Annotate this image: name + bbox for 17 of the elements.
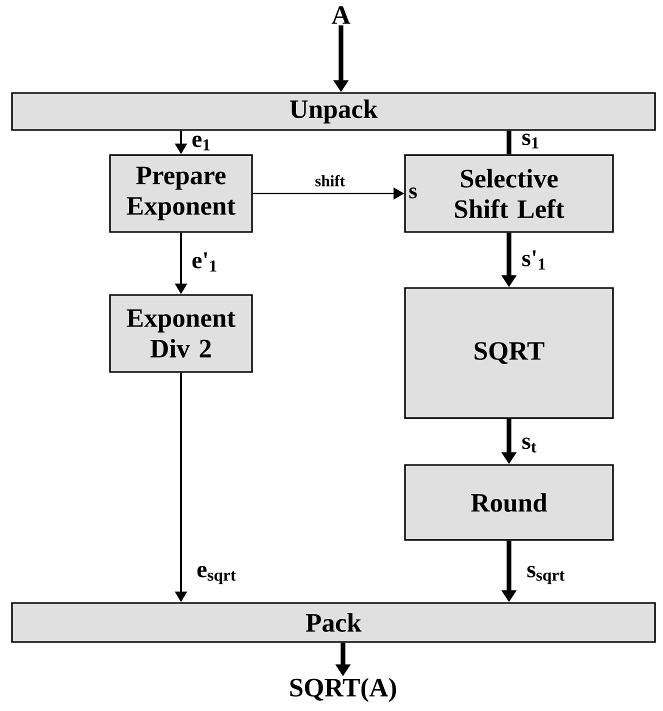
port-label: s [409,188,417,198]
process-box: Round [404,464,614,541]
signal-label: SQRT(A) [290,678,396,702]
edge-label: s$_{t}$ [520,436,538,454]
edge-label: s'$_{1}$ [520,249,548,271]
process-box: Exponent Div 2 [109,294,253,373]
signal-label: A [332,6,350,24]
edge-label: e'$_{1}$ [190,251,220,273]
process-box: Prepare Exponent [109,154,253,233]
edge-label: s$_{sqrt}$ [525,564,567,586]
edge-label: e$_{1}$ [190,134,213,152]
stage-band: Unpack [11,92,656,131]
edge-label: s$_{1}$ [520,132,542,150]
stage-band: Pack [11,602,656,643]
edge-label: shift [314,174,346,188]
process-box: SQRT [404,287,614,419]
edge-label: e$_{sqrt}$ [195,564,238,586]
